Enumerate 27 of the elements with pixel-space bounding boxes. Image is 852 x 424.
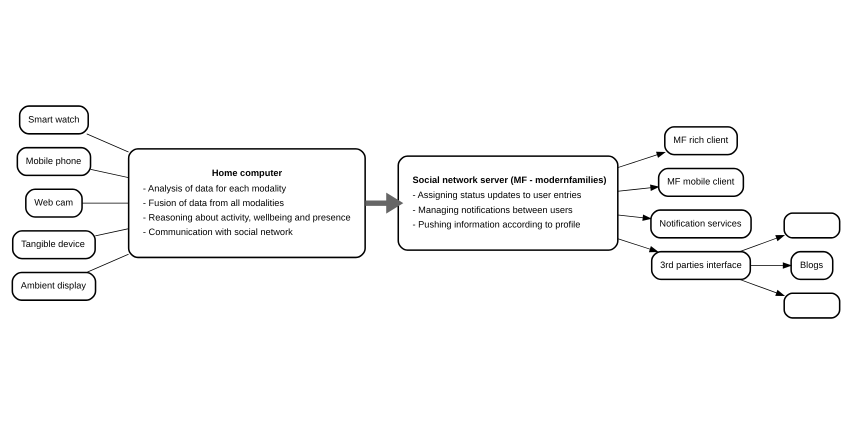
node-box: Notification services <box>650 209 752 239</box>
connector <box>86 254 129 273</box>
node-box: Tangible device <box>12 230 96 260</box>
arrow <box>750 262 792 269</box>
node-box: Ambient display <box>12 272 96 301</box>
node-box: Social network server (MF - modernfamilies) - Assigning status updates to user entries - Managing notifications between users - Pushing information according to profile <box>398 155 619 251</box>
connector <box>82 202 129 204</box>
arrow <box>618 238 659 252</box>
connector <box>90 168 129 178</box>
node-box: Web cam <box>25 188 83 218</box>
node-box: MF mobile client <box>658 168 744 197</box>
node-box: 3rd parties interface <box>650 250 752 280</box>
node-box: Smart watch <box>18 105 89 135</box>
arrow <box>365 192 404 214</box>
node-box: Mobile phone <box>16 146 92 176</box>
arrow <box>739 235 786 252</box>
arrow <box>618 152 666 168</box>
arrow <box>618 214 652 221</box>
node-box <box>783 212 840 239</box>
node-box <box>783 292 840 319</box>
arrow <box>739 279 786 296</box>
arrow <box>618 184 660 192</box>
node-box: Blogs <box>790 250 834 280</box>
connector <box>94 228 129 236</box>
node-box: Home computer - Analysis of data for each modality - Fusion of data from all modalities - Reasoning about activity, wellbeing and presence - Communication with social network <box>128 148 366 258</box>
node-box: MF rich client <box>664 126 738 156</box>
connector <box>86 134 129 152</box>
